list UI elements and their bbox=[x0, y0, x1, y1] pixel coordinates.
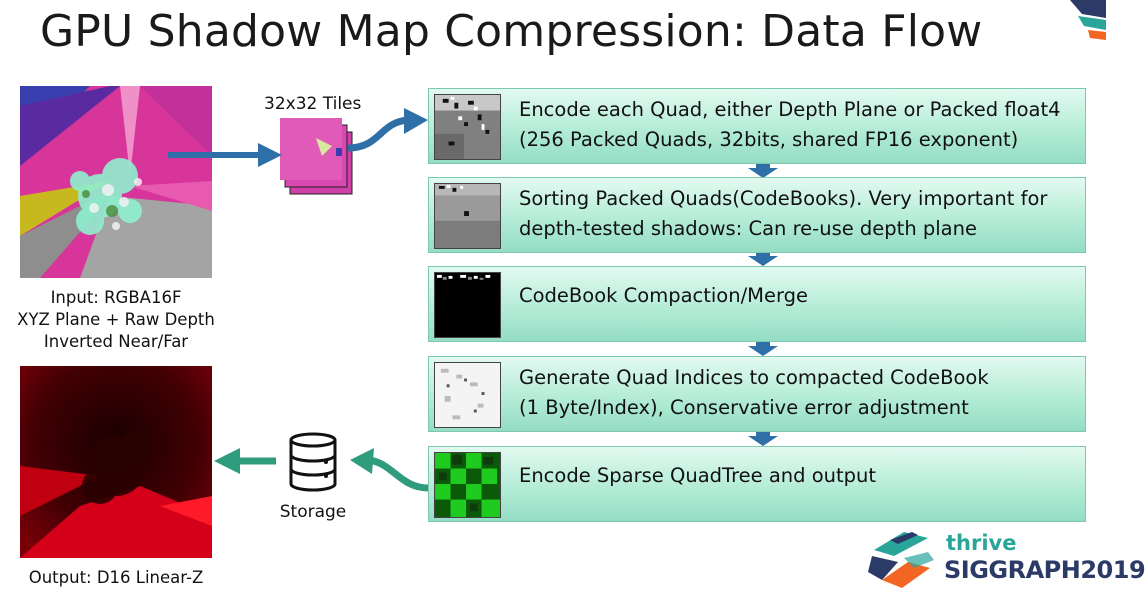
logo-siggraph-text: SIGGRAPH2019 bbox=[944, 556, 1145, 584]
step-encode-quadtree: Encode Sparse QuadTree and output bbox=[428, 446, 1086, 522]
tiles-label: 32x32 Tiles bbox=[264, 94, 362, 114]
step-thumbnail bbox=[434, 272, 501, 338]
step-text-line: Encode Sparse QuadTree and output bbox=[519, 464, 877, 487]
step-generate-indices: Generate Quad Indices to compacted CodeB… bbox=[428, 356, 1086, 432]
step-text-line: (256 Packed Quads, 32bits, shared FP16 e… bbox=[519, 128, 1019, 151]
step-codebook-compaction: CodeBook Compaction/Merge bbox=[428, 266, 1086, 342]
step-encode-quads: Encode each Quad, either Depth Plane or … bbox=[428, 88, 1086, 164]
step-thumbnail bbox=[434, 452, 501, 518]
siggraph-logo-mark bbox=[868, 532, 934, 588]
output-depth-image bbox=[20, 366, 212, 558]
input-caption: Input: RGBA16F XYZ Plane + Raw Depth Inv… bbox=[0, 287, 232, 353]
database-icon bbox=[289, 432, 337, 492]
step-text-line: Generate Quad Indices to compacted CodeB… bbox=[519, 366, 989, 389]
input-caption-line: Inverted Near/Far bbox=[43, 332, 189, 351]
step-text-line: Encode each Quad, either Depth Plane or … bbox=[519, 98, 1061, 121]
tile-stack-image bbox=[280, 118, 353, 195]
step-sorting-codebooks: Sorting Packed Quads(CodeBooks). Very im… bbox=[428, 177, 1086, 253]
step-text-line: depth-tested shadows: Can re-use depth p… bbox=[519, 217, 977, 240]
slide-title: GPU Shadow Map Compression: Data Flow bbox=[40, 6, 983, 57]
step-text-line: (1 Byte/Index), Conservative error adjus… bbox=[519, 396, 969, 419]
step-thumbnail bbox=[434, 94, 501, 160]
output-caption: Output: D16 Linear-Z bbox=[28, 568, 204, 587]
logo-thrive-text: thrive bbox=[946, 531, 1017, 555]
step-text-line: Sorting Packed Quads(CodeBooks). Very im… bbox=[519, 187, 1048, 210]
flow-arrows bbox=[168, 108, 778, 492]
input-caption-line: XYZ Plane + Raw Depth bbox=[17, 310, 215, 329]
input-caption-line: Input: RGBA16F bbox=[50, 288, 182, 307]
step-text-line: CodeBook Compaction/Merge bbox=[519, 284, 809, 307]
storage-label: Storage bbox=[279, 502, 347, 522]
step-thumbnail bbox=[434, 362, 501, 428]
step-thumbnail bbox=[434, 183, 501, 249]
input-depth-image bbox=[20, 86, 212, 278]
corner-logo-decoration bbox=[1070, 0, 1106, 40]
